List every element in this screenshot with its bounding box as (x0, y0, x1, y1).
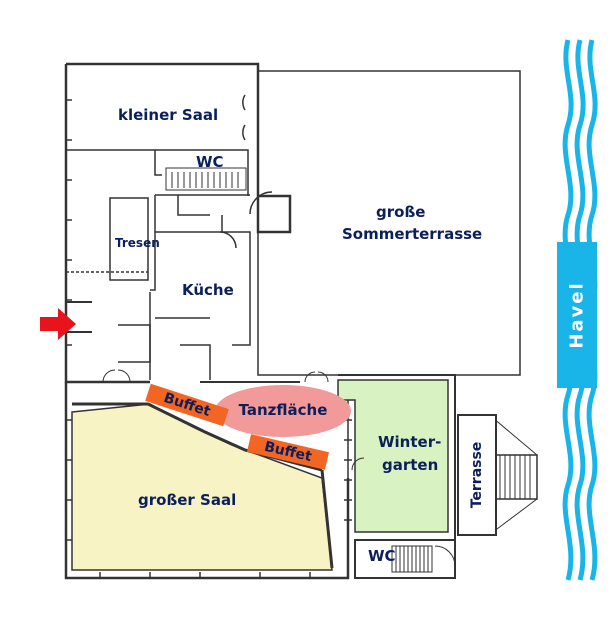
stair-wc-bottom (354, 539, 456, 579)
label-tanzflaeche: Tanzfläche (238, 401, 328, 419)
label-terrasse: Terrasse (469, 441, 485, 509)
tanzflaeche-area: Tanzfläche (215, 385, 351, 437)
label-kleiner-saal: kleiner Saal (118, 106, 219, 124)
stair-wc-top (165, 167, 247, 191)
sommerterrasse-area (257, 70, 521, 376)
label-winter: Winter- (378, 433, 442, 451)
label-kueche: Küche (182, 281, 234, 299)
label-grosser-saal: großer Saal (138, 491, 237, 509)
label-sommerterrasse: Sommerterrasse (342, 225, 483, 243)
terrasse-box: Terrasse (457, 414, 497, 536)
entrance-arrow-icon (40, 308, 76, 340)
havel-river-box: Havel (557, 242, 597, 388)
label-tresen: Tresen (115, 236, 160, 250)
terrasse-stairs (492, 417, 538, 533)
inner-walls (66, 94, 273, 380)
label-havel: Havel (566, 281, 588, 349)
label-wc-bottom: WC (368, 547, 396, 565)
label-wc-top: WC (196, 153, 224, 171)
label-grosse: große (376, 203, 426, 221)
label-garten: garten (382, 456, 439, 474)
